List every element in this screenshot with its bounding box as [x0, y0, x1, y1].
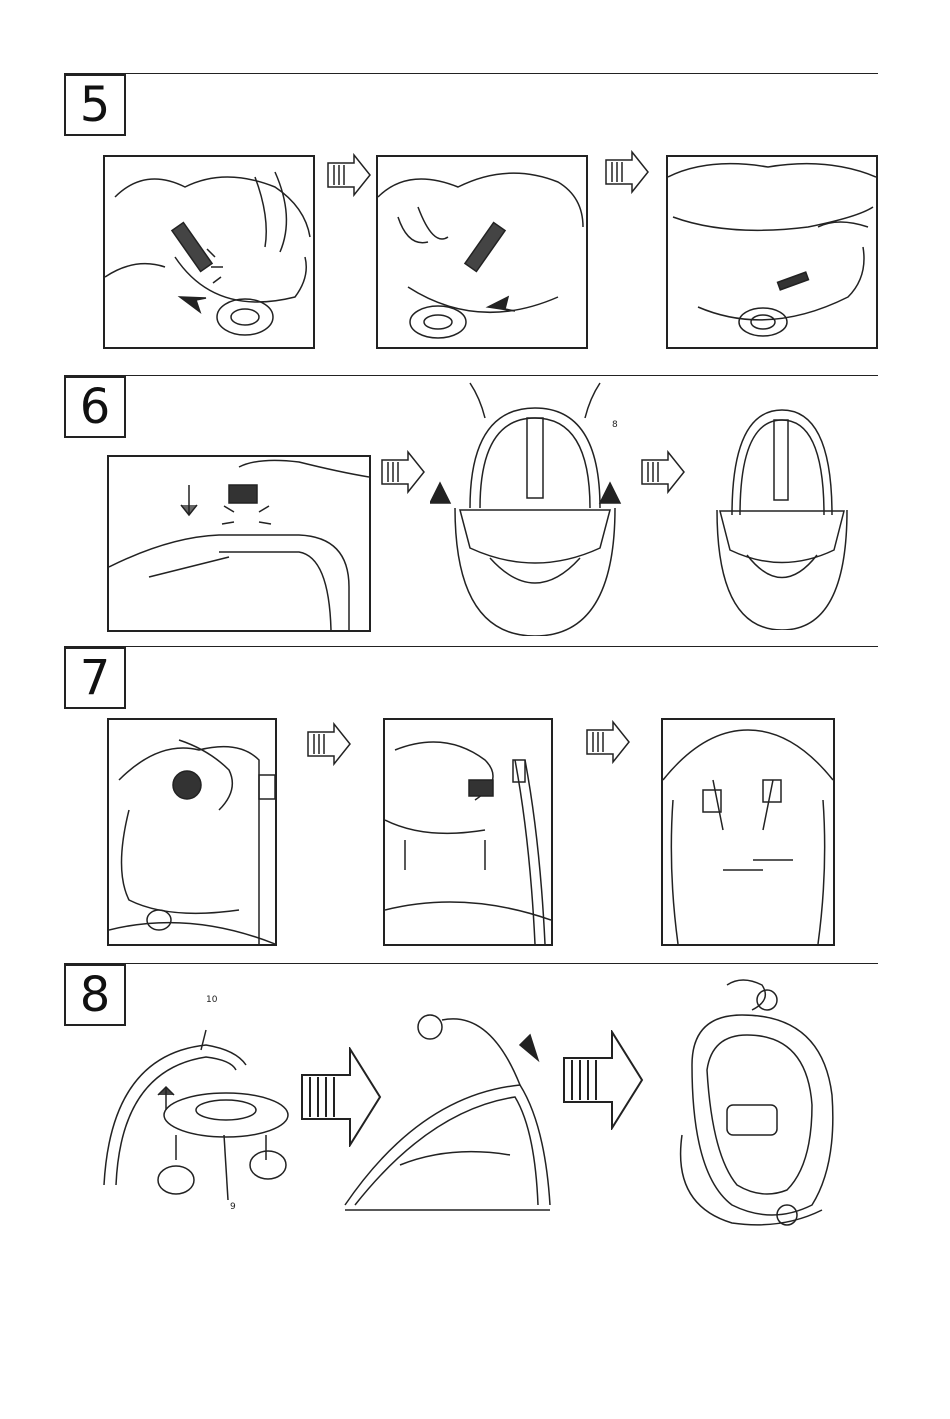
step-number-7: 7 — [64, 647, 126, 709]
step5-illustration-1 — [103, 155, 315, 349]
step6-illustration-1 — [107, 455, 371, 632]
callout-label: 10 — [206, 995, 217, 1005]
step8-illustration-2 — [340, 1005, 555, 1220]
step6-illustration-3 — [712, 405, 852, 630]
next-arrow-icon — [380, 450, 426, 494]
step7-illustration-3 — [661, 718, 835, 946]
step-number-6: 6 — [64, 376, 126, 438]
step8-illustration-1: 10 9 — [96, 995, 306, 1217]
step7-illustration-2 — [383, 718, 553, 946]
next-arrow-icon — [562, 1030, 644, 1130]
step-number-5: 5 — [64, 74, 126, 136]
step8-illustration-3 — [672, 975, 842, 1230]
next-arrow-icon — [326, 153, 372, 197]
next-arrow-icon — [306, 722, 352, 766]
step7-illustration-1 — [107, 718, 277, 946]
next-arrow-icon — [604, 150, 650, 194]
step5-illustration-3 — [666, 155, 878, 349]
next-arrow-icon — [640, 450, 686, 494]
section-divider-7 — [64, 646, 878, 647]
callout-label: 8 — [612, 420, 618, 430]
section-divider-6 — [64, 375, 878, 376]
next-arrow-icon — [585, 720, 631, 764]
callout-label: 9 — [230, 1202, 236, 1212]
section-divider-8 — [64, 963, 878, 964]
section-divider-5 — [64, 73, 878, 74]
step5-illustration-2 — [376, 155, 588, 349]
step6-illustration-2: 8 — [430, 378, 640, 636]
